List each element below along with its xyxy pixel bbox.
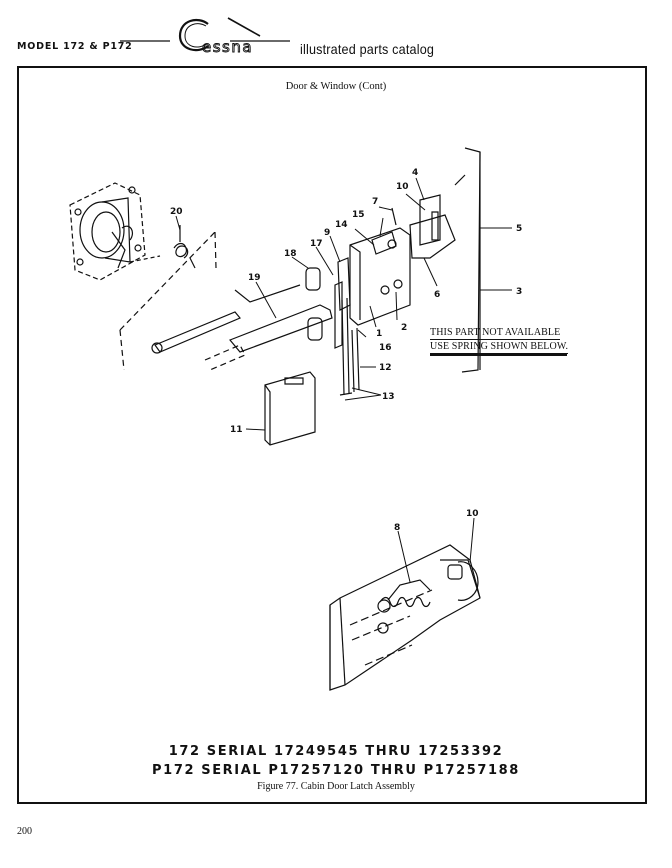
- figure-frame: [17, 66, 647, 804]
- callout-13: 13: [382, 392, 395, 402]
- bushing-18: [306, 268, 322, 340]
- door-frame: [455, 148, 480, 372]
- callout-7: 7: [372, 197, 378, 207]
- section-title: Door & Window (Cont): [285, 81, 387, 92]
- leader-lines: [176, 178, 512, 582]
- callout-11: 11: [230, 425, 243, 435]
- callout-16: 16: [379, 343, 392, 353]
- note-line-1: THIS PART NOT AVAILABLE: [430, 327, 561, 340]
- callout-1: 1: [376, 329, 382, 339]
- handle-rod: [152, 285, 332, 370]
- callout-5: 5: [516, 224, 522, 234]
- callout-2: 2: [401, 323, 407, 333]
- serial-line-2: P172 SERIAL P17257120 THRU P17257188: [152, 763, 520, 778]
- callout-12: 12: [379, 363, 392, 373]
- latch-case-11: [265, 372, 315, 445]
- serial-line-1: 172 SERIAL 17249545 THRU 17253392: [168, 744, 504, 759]
- callout-9: 9: [324, 228, 330, 238]
- latch-body: [350, 228, 410, 325]
- callout-19: 19: [248, 273, 261, 283]
- cessna-logo: essna: [110, 8, 300, 56]
- callout-3: 3: [516, 287, 522, 297]
- door-handle-housing: [70, 183, 145, 280]
- callout-4: 4: [412, 168, 418, 178]
- callout-18: 18: [284, 249, 297, 259]
- pins-12-13: [340, 298, 359, 395]
- note-rule: [430, 354, 567, 356]
- model-label: MODEL 172 & P172: [17, 41, 133, 52]
- callout-8: 8: [394, 523, 400, 533]
- hinge-4-10: [410, 195, 455, 258]
- callout-6: 6: [434, 290, 440, 300]
- callout-10: 10: [396, 182, 409, 192]
- catalog-title: illustrated parts catalog: [300, 41, 435, 57]
- page-number: 200: [17, 826, 32, 837]
- figure-caption: Figure 77. Cabin Door Latch Assembly: [257, 781, 415, 792]
- callout-15: 15: [352, 210, 365, 220]
- note-line-2: USE SPRING SHOWN BELOW.: [430, 341, 569, 354]
- callout-20: 20: [170, 207, 183, 217]
- callout-17: 17: [310, 239, 323, 249]
- callout-14: 14: [335, 220, 348, 230]
- lower-assembly: [330, 545, 480, 690]
- cessna-wordmark: essna: [202, 38, 253, 56]
- callout-10-lower: 10: [466, 509, 479, 519]
- spring-20: [130, 225, 195, 268]
